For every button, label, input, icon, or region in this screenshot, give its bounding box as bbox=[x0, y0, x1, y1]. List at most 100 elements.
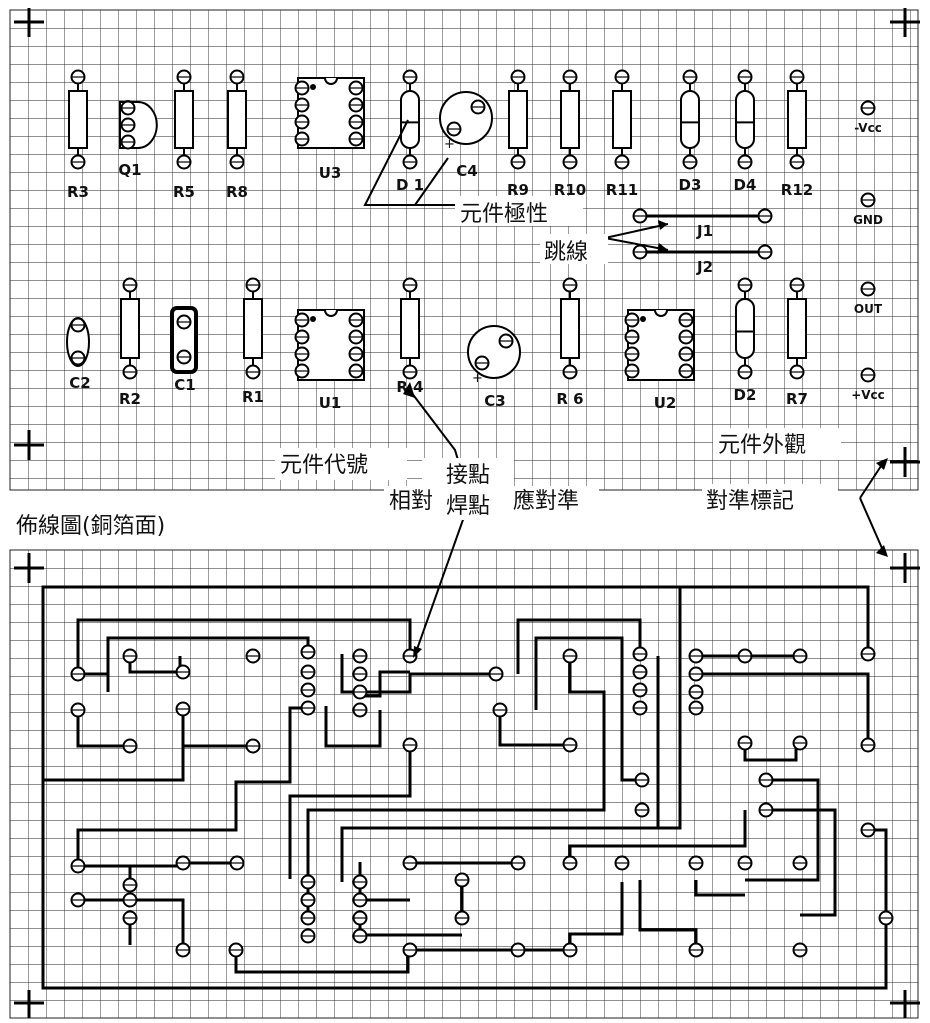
resistor-body bbox=[612, 90, 632, 149]
solder-pad bbox=[498, 333, 514, 349]
layout-title: 佈線圖(銅箔面) bbox=[16, 514, 165, 539]
diode bbox=[735, 69, 755, 170]
ic-pin bbox=[294, 329, 310, 345]
resistor-body bbox=[560, 298, 580, 359]
component-label: C3 bbox=[484, 392, 505, 410]
solder-pad bbox=[122, 277, 138, 293]
solder-pad bbox=[789, 277, 805, 293]
diode-body bbox=[400, 90, 420, 149]
resistor bbox=[560, 277, 580, 380]
component-label: C2 bbox=[69, 374, 90, 392]
solder-pad bbox=[300, 928, 316, 944]
leader-arrowheads bbox=[403, 220, 888, 658]
solder-pad bbox=[352, 702, 368, 718]
solder-pad bbox=[70, 350, 86, 366]
solder-pad bbox=[562, 855, 578, 871]
component-label: OUT bbox=[854, 302, 883, 316]
component-label: U1 bbox=[319, 394, 342, 412]
solder-pad bbox=[737, 648, 753, 664]
solder-pad bbox=[454, 872, 470, 888]
ic-pin bbox=[624, 346, 640, 362]
solder-pad bbox=[688, 684, 704, 700]
component-label: R1 bbox=[242, 388, 264, 406]
solder-pad bbox=[122, 877, 138, 893]
solder-pad bbox=[402, 69, 418, 85]
solder-pad bbox=[300, 874, 316, 890]
ic-pin bbox=[624, 363, 640, 379]
solder-pad bbox=[70, 666, 86, 682]
resistor bbox=[400, 277, 420, 380]
solder-pad bbox=[737, 735, 753, 751]
solder-pad bbox=[488, 666, 504, 682]
solder-pad bbox=[614, 69, 630, 85]
solder-pad bbox=[245, 738, 261, 754]
resistor bbox=[174, 69, 194, 170]
solder-pad bbox=[454, 910, 470, 926]
solder-pad bbox=[757, 244, 773, 260]
ic-notch bbox=[324, 309, 338, 317]
solder-pad bbox=[737, 277, 753, 293]
solder-pad bbox=[175, 701, 191, 717]
component-label: D3 bbox=[679, 176, 702, 194]
solder-pad bbox=[352, 666, 368, 682]
solder-pad bbox=[352, 874, 368, 890]
solder-pad bbox=[792, 648, 808, 664]
solder-pad bbox=[70, 154, 86, 170]
component-label: Q1 bbox=[118, 161, 141, 179]
ic-pin bbox=[348, 312, 364, 328]
solder-pad bbox=[860, 737, 876, 753]
resistor-body bbox=[227, 90, 247, 149]
solder-pad bbox=[122, 910, 138, 926]
solder-pad bbox=[245, 648, 261, 664]
ic-pin bbox=[294, 97, 310, 113]
solder-pad bbox=[229, 69, 245, 85]
top-grid-panel bbox=[9, 9, 919, 491]
component-label: R11 bbox=[606, 181, 638, 199]
resistor-body bbox=[174, 90, 194, 149]
solder-pad bbox=[632, 664, 648, 680]
terminal-pad bbox=[860, 281, 876, 297]
terminal-pad bbox=[860, 367, 876, 383]
resistor-body bbox=[787, 298, 807, 359]
solder-pad bbox=[300, 700, 316, 716]
ic-pin bbox=[294, 312, 310, 328]
ic-pin bbox=[348, 363, 364, 379]
component-label: R 6 bbox=[556, 390, 583, 408]
solder-pad bbox=[120, 134, 136, 150]
solder-pad bbox=[229, 154, 245, 170]
component-label: R2 bbox=[119, 390, 141, 408]
solder-pad bbox=[352, 684, 368, 700]
solder-pad bbox=[789, 364, 805, 380]
ic-pin bbox=[348, 97, 364, 113]
component-label: D4 bbox=[734, 176, 757, 194]
component-label: C1 bbox=[174, 376, 195, 394]
ic-pin1-dot bbox=[310, 84, 316, 90]
solder-pad bbox=[860, 646, 876, 662]
transistor-q1 bbox=[119, 100, 158, 150]
resistor bbox=[787, 277, 807, 380]
solder-pad bbox=[300, 664, 316, 680]
solder-pad bbox=[632, 244, 648, 260]
alignment-marks bbox=[14, 8, 920, 1018]
solder-pad bbox=[229, 855, 245, 871]
solder-pad bbox=[70, 702, 86, 718]
solder-pad bbox=[614, 855, 630, 871]
solder-pad bbox=[70, 858, 86, 874]
solder-pad bbox=[402, 154, 418, 170]
ic-notch bbox=[654, 309, 668, 317]
component-label: U2 bbox=[654, 394, 677, 412]
resistor-body bbox=[560, 90, 580, 149]
solder-pad bbox=[792, 942, 808, 958]
ic-pin bbox=[624, 329, 640, 345]
pad-annotation-line1: 接點 bbox=[446, 463, 490, 488]
solder-pad bbox=[122, 648, 138, 664]
solder-pad bbox=[682, 154, 698, 170]
solder-pad-layer bbox=[70, 644, 894, 958]
solder-pad bbox=[352, 648, 368, 664]
ic-pin1-dot bbox=[310, 316, 316, 322]
solder-pad bbox=[682, 69, 698, 85]
solder-pad bbox=[175, 942, 191, 958]
solder-pad bbox=[122, 738, 138, 754]
terminal-pad bbox=[860, 192, 876, 208]
